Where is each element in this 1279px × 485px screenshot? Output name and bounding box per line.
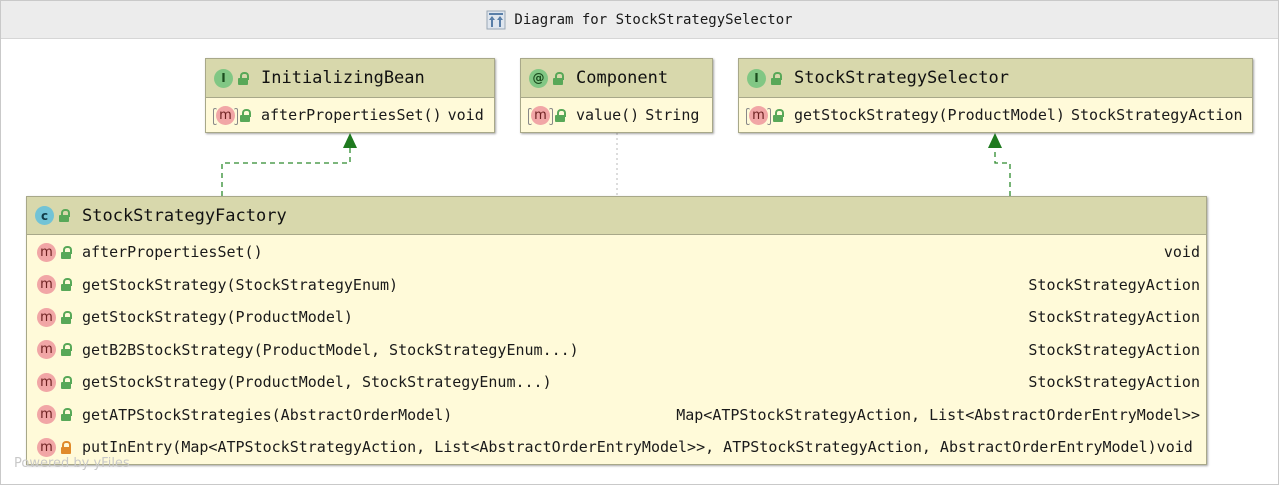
title-bar: Diagram for StockStrategySelector <box>1 1 1278 39</box>
public-visibility-icon <box>61 375 72 389</box>
method-row[interactable]: m afterPropertiesSet() void <box>27 236 1206 269</box>
method-return-type: StockStrategyAction <box>1028 373 1200 392</box>
public-visibility-icon <box>61 245 72 259</box>
method-return-type: String <box>645 106 700 124</box>
watermark: Powered by yFiles <box>14 456 130 471</box>
method-name: getATPStockStrategies(AbstractOrderModel… <box>82 405 453 424</box>
method-name: getB2BStockStrategy(ProductModel, StockS… <box>82 340 579 359</box>
method-icon: m <box>37 340 56 360</box>
abstract-method-icon: m <box>528 105 553 125</box>
method-return-type: void <box>447 106 484 124</box>
method-name: afterPropertiesSet() <box>82 243 263 262</box>
method-row[interactable]: m getStockStrategy(ProductModel) StockSt… <box>739 98 1252 132</box>
node-stock-strategy-selector[interactable]: I StockStrategySelector m getStockStrate… <box>738 58 1253 133</box>
method-name: getStockStrategy(StockStrategyEnum) <box>82 275 399 294</box>
method-return-type: StockStrategyAction <box>1028 308 1200 327</box>
method-row[interactable]: m getStockStrategy(StockStrategyEnum) St… <box>27 269 1206 302</box>
method-row[interactable]: m value() String <box>521 98 712 132</box>
method-icon: m <box>37 307 56 327</box>
method-row[interactable]: m afterPropertiesSet() void <box>206 98 494 132</box>
node-component[interactable]: @ Component m value() String <box>520 58 713 133</box>
public-visibility-icon <box>59 209 70 222</box>
method-icon: m <box>37 437 56 457</box>
window-title: Diagram for StockStrategySelector <box>514 11 793 28</box>
method-icon: m <box>37 242 56 262</box>
class-icon: c <box>35 206 54 225</box>
realization-arrowhead-selector <box>988 133 1002 148</box>
interface-icon: I <box>747 68 766 88</box>
node-title: StockStrategyFactory <box>82 205 287 226</box>
public-visibility-icon <box>61 278 72 292</box>
node-title: Component <box>576 68 669 88</box>
public-visibility-icon <box>61 408 72 422</box>
method-return-type: StockStrategyAction <box>1070 106 1243 124</box>
method-return-type: void <box>1156 438 1193 457</box>
method-row[interactable]: m getStockStrategy(ProductModel) StockSt… <box>27 301 1206 334</box>
realization-edge-initializing-bean <box>221 148 351 196</box>
method-return-type: StockStrategyAction <box>1028 275 1200 294</box>
method-name: getStockStrategy(ProductModel) <box>794 106 1065 124</box>
public-visibility-icon <box>61 310 72 324</box>
method-name: value() <box>576 106 640 124</box>
node-title: StockStrategySelector <box>794 68 1009 88</box>
interface-icon: I <box>214 68 233 88</box>
node-header: c StockStrategyFactory <box>27 197 1206 235</box>
method-list: m afterPropertiesSet() void m getStockSt… <box>27 235 1206 464</box>
public-visibility-icon <box>238 71 249 85</box>
method-return-type: void <box>1163 243 1200 262</box>
node-header: I StockStrategySelector <box>739 59 1252 98</box>
annotation-icon: @ <box>529 68 548 88</box>
method-icon: m <box>37 275 56 295</box>
public-visibility-icon <box>771 71 782 85</box>
private-visibility-icon <box>61 440 72 454</box>
public-visibility-icon <box>240 108 251 122</box>
realization-edge-selector <box>994 148 1011 196</box>
public-visibility-icon <box>61 343 72 357</box>
diagram-icon <box>486 10 506 30</box>
method-return-type: StockStrategyAction <box>1028 340 1200 359</box>
node-header: I InitializingBean <box>206 59 494 98</box>
method-row[interactable]: m getB2BStockStrategy(ProductModel, Stoc… <box>27 334 1206 367</box>
public-visibility-icon <box>555 108 566 122</box>
realization-arrowhead-initializing-bean <box>343 133 357 148</box>
method-icon: m <box>37 405 56 425</box>
method-icon: m <box>37 372 56 392</box>
method-name: getStockStrategy(ProductModel) <box>82 308 353 327</box>
method-row[interactable]: m putInEntry(Map<ATPStockStrategyAction,… <box>27 431 1206 464</box>
method-name: getStockStrategy(ProductModel, StockStra… <box>82 373 552 392</box>
node-stock-strategy-factory[interactable]: c StockStrategyFactory m afterProperties… <box>26 196 1207 465</box>
public-visibility-icon <box>773 108 784 122</box>
method-name: putInEntry(Map<ATPStockStrategyAction, L… <box>82 438 1157 457</box>
node-title: InitializingBean <box>261 68 425 88</box>
node-initializing-bean[interactable]: I InitializingBean m afterPropertiesSet(… <box>205 58 495 133</box>
method-return-type: Map<ATPStockStrategyAction, List<Abstrac… <box>676 405 1200 424</box>
public-visibility-icon <box>553 71 564 85</box>
method-row[interactable]: m getStockStrategy(ProductModel, StockSt… <box>27 366 1206 399</box>
method-name: afterPropertiesSet() <box>261 106 442 124</box>
abstract-method-icon: m <box>746 105 771 125</box>
method-row[interactable]: m getATPStockStrategies(AbstractOrderMod… <box>27 399 1206 432</box>
abstract-method-icon: m <box>213 105 238 125</box>
node-header: @ Component <box>521 59 712 98</box>
